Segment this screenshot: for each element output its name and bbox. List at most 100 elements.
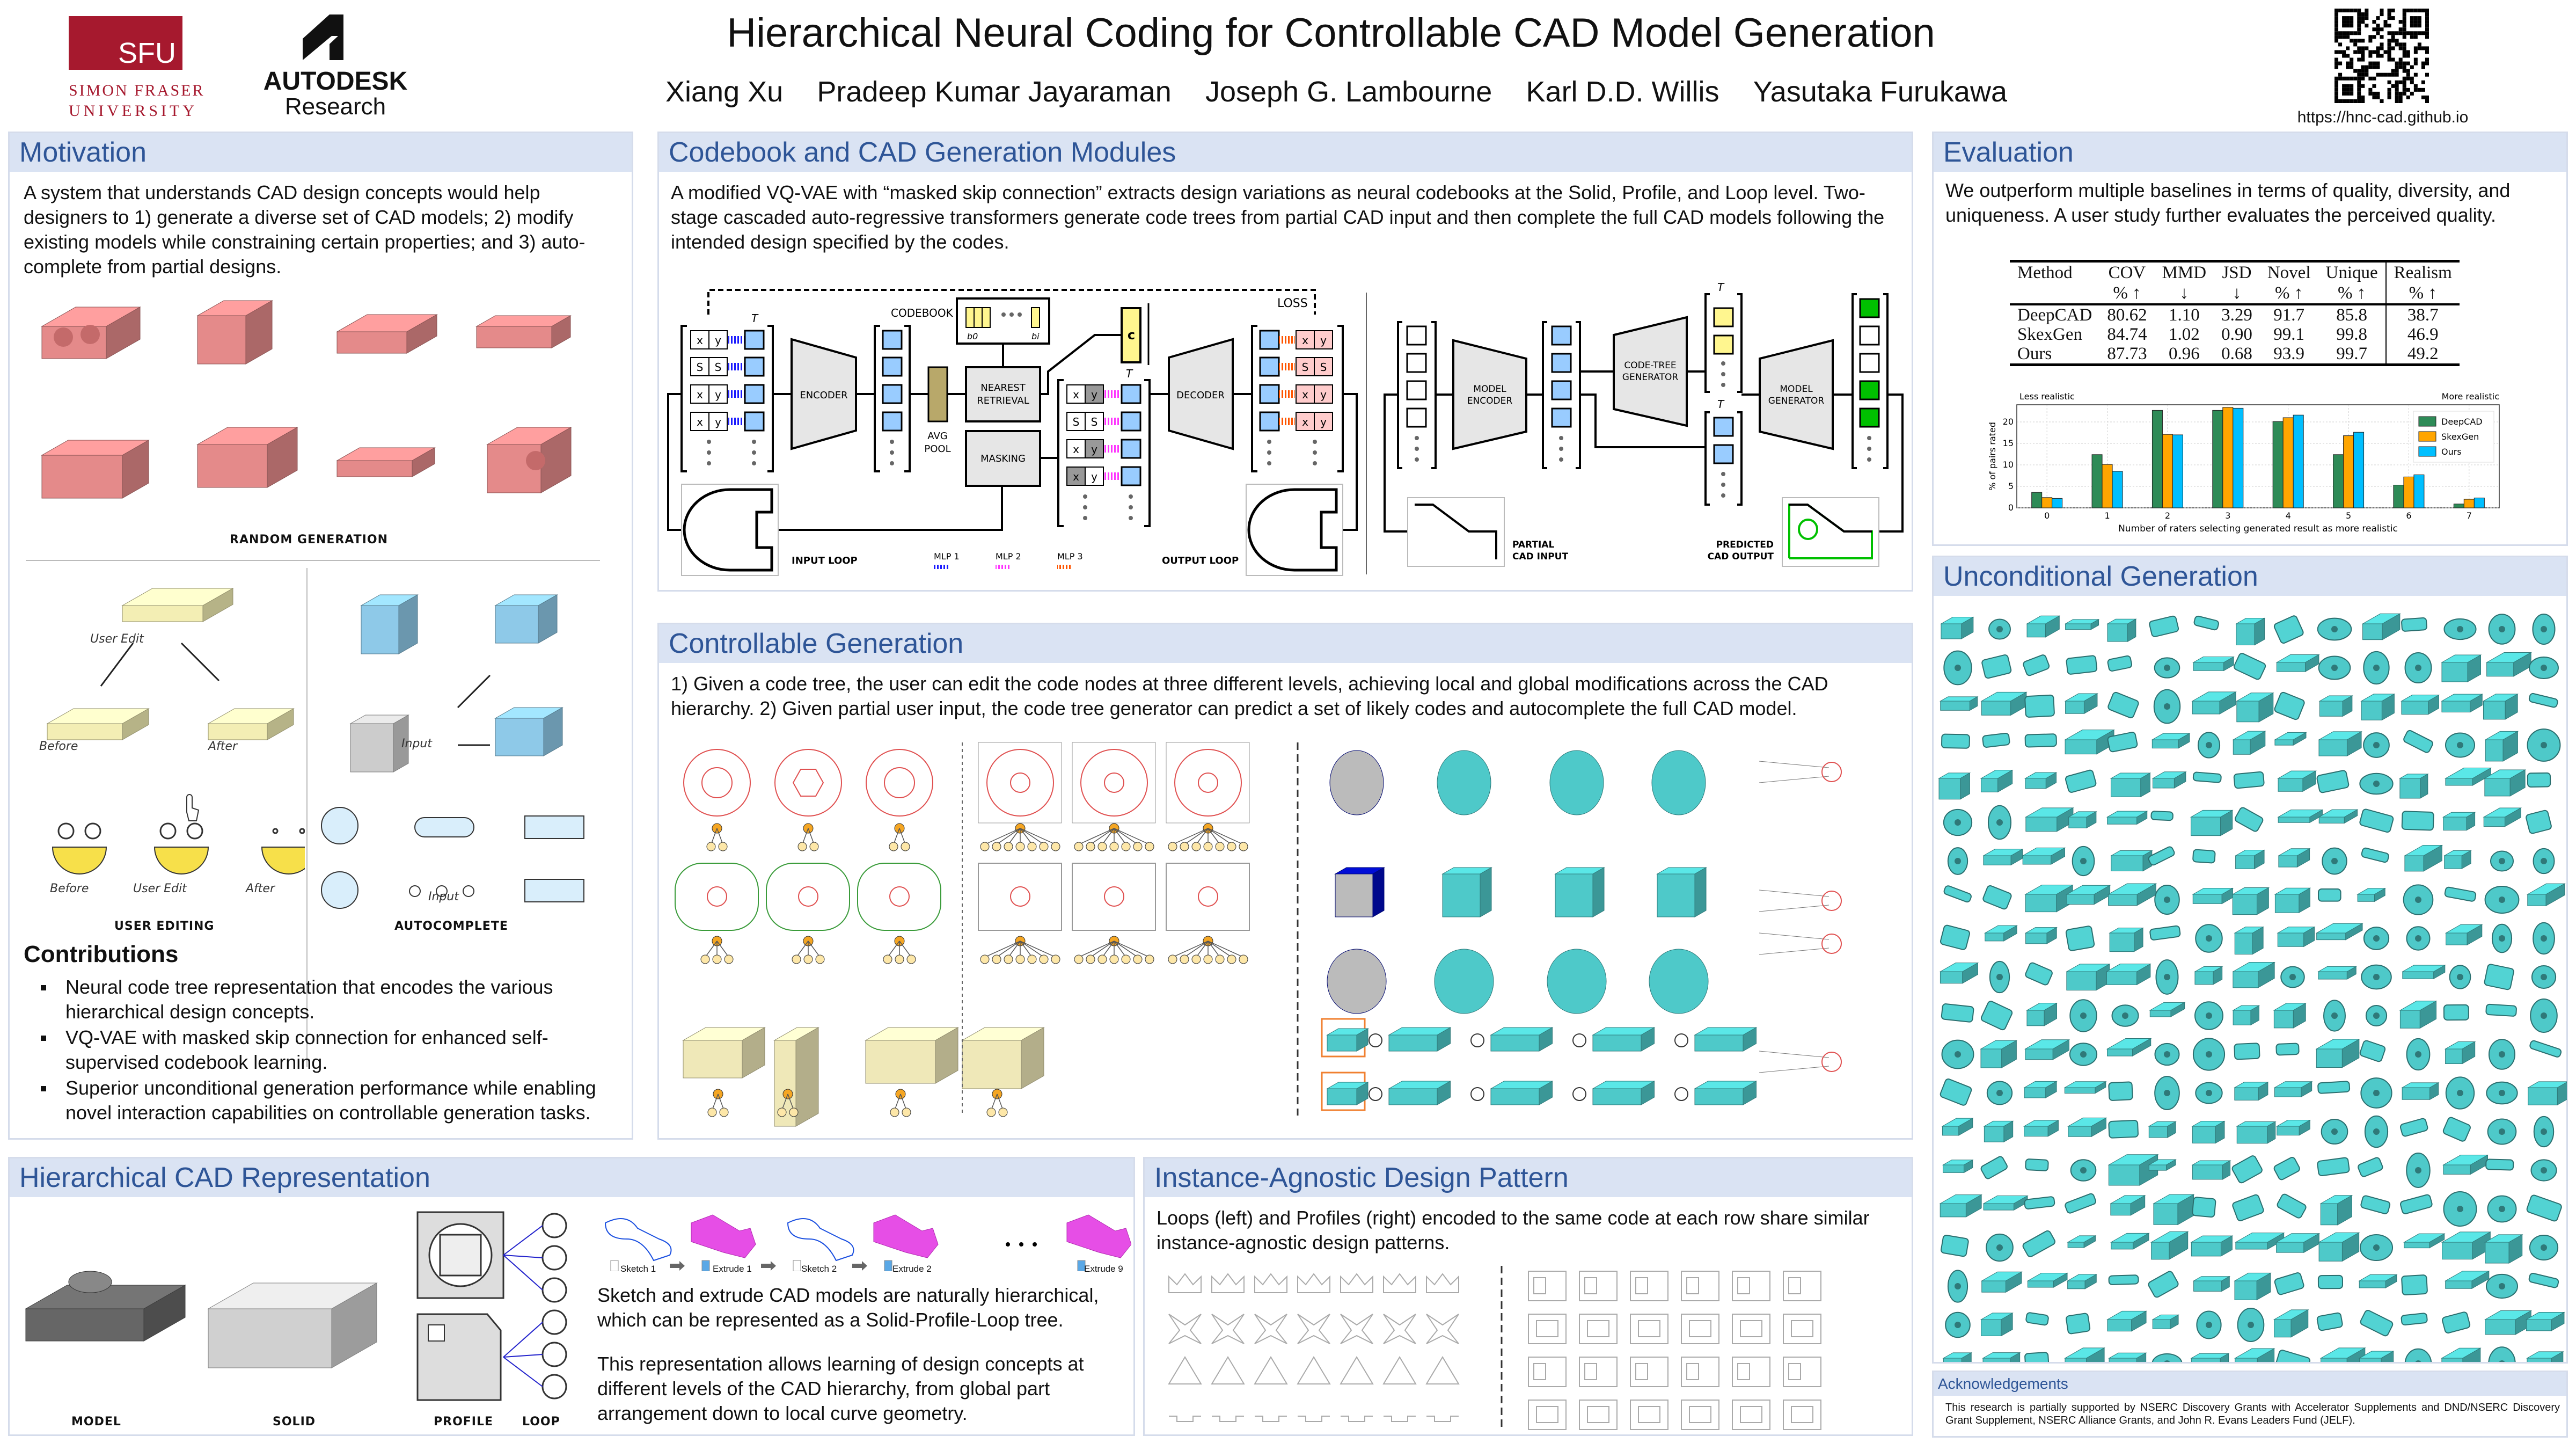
hierarchy-text2: This representation allows learning of d… (597, 1353, 1084, 1424)
qr-module (2425, 24, 2429, 28)
code-node (1203, 842, 1213, 851)
side-face (2001, 1313, 2013, 1337)
generated-model (2024, 927, 2058, 944)
front-face (2149, 1010, 2171, 1017)
generated-model (2403, 1233, 2446, 1249)
qr-module (2413, 9, 2418, 13)
loop-pattern (1212, 1416, 1244, 1422)
front-face (2318, 1242, 2343, 1262)
autodesk-logo: AUTODESK Research (258, 12, 413, 125)
table-cell: 46.9 (2385, 325, 2460, 344)
side-face (2178, 733, 2190, 749)
eye (57, 822, 75, 840)
token-text: x (1073, 470, 1079, 483)
qr-module (2353, 42, 2358, 47)
generated-model (2399, 1118, 2428, 1137)
qr-module (2395, 88, 2399, 92)
qr-module (2334, 50, 2339, 54)
generated-model (1943, 885, 1972, 903)
code-node (883, 954, 892, 964)
generated-model (2192, 887, 2234, 905)
front-face (2318, 817, 2345, 823)
side-face (2086, 811, 2097, 829)
qr-module (2402, 12, 2406, 17)
controllable-panel: Controllable Generation 1) Given a code … (657, 623, 1913, 1140)
side-face (2470, 694, 2483, 713)
bar-ours-2 (2172, 434, 2183, 508)
table-cell: 99.8 (2336, 325, 2367, 344)
qr-module (2421, 95, 2425, 99)
hole (2499, 1051, 2505, 1058)
bar-skexgen-2 (2162, 434, 2173, 508)
annotation-right: More realistic (2442, 391, 2499, 402)
legend-swatch (2418, 416, 2436, 427)
profile-pattern (1528, 1357, 1567, 1387)
qr-module (2372, 35, 2376, 39)
front-face (2111, 855, 2143, 871)
profile-inner (1533, 1277, 1546, 1294)
qr-module (2350, 99, 2354, 103)
qr-module (2417, 16, 2421, 20)
tree-edge (1184, 941, 1209, 958)
input-circle (463, 885, 474, 897)
ellipsis-dot (1001, 312, 1006, 317)
qr-module (2334, 95, 2339, 99)
qr-module (2413, 50, 2418, 54)
solid-icon (207, 1282, 378, 1368)
generated-model (2149, 925, 2181, 941)
profile-frame (1166, 863, 1250, 931)
side-face (2133, 1233, 2149, 1250)
token-cell (1859, 325, 1880, 346)
front-face (2026, 623, 2046, 638)
front-face (2277, 932, 2304, 947)
mlp3-legend (1057, 565, 1072, 569)
tree-edge (984, 828, 1021, 845)
sketch-loop (1104, 886, 1124, 907)
generated-model (1941, 1003, 1974, 1023)
partial-label: CAD INPUT (1512, 551, 1568, 562)
hole (2164, 665, 2170, 671)
qr-module (2357, 12, 2361, 17)
divider (26, 560, 600, 561)
profile-inner (1689, 1406, 1711, 1423)
generated-model (2358, 1274, 2398, 1288)
front-face (2404, 1242, 2430, 1249)
generated-model (2151, 733, 2191, 749)
side-face (2267, 1121, 2276, 1144)
front-face (41, 455, 123, 499)
qr-module (2350, 65, 2354, 69)
qr-module (2350, 16, 2354, 20)
side-face (1961, 616, 1974, 639)
qr-module (2334, 9, 2339, 13)
project-url[interactable]: https://hnc-cad.github.io (2297, 108, 2469, 126)
loop-pattern (1297, 1356, 1331, 1384)
qr-module (2387, 57, 2391, 62)
user-edit-label: User Edit (133, 882, 187, 895)
sketch-loop (774, 749, 842, 817)
qr-module (2387, 9, 2391, 13)
hole (2541, 665, 2547, 671)
token-cell (1713, 444, 1734, 464)
code-node (1027, 954, 1037, 964)
codebook-entry (982, 307, 991, 328)
profile-pattern (1630, 1357, 1668, 1387)
generated-model (2359, 1040, 2386, 1062)
codebook-entry (974, 307, 983, 328)
side-face (2462, 1347, 2481, 1362)
author-list: Xiang Xu Pradeep Kumar Jayaraman Joseph … (665, 75, 2007, 108)
tree-edge (1090, 941, 1115, 958)
mlp3-link (1279, 390, 1295, 398)
qr-module (2342, 24, 2346, 28)
qr-module (2334, 20, 2339, 24)
legend-label: SkexGen (2441, 432, 2479, 442)
embedding-cell (1259, 356, 1280, 377)
loop-box (681, 484, 779, 576)
disc-model (1651, 750, 1706, 815)
generated-model (2192, 771, 2222, 783)
generated-model (2023, 654, 2050, 676)
side-face (2136, 963, 2151, 986)
qr-module (2376, 16, 2380, 20)
generated-model (1981, 654, 2012, 679)
front-face (2273, 1010, 2294, 1029)
ellipsis-dot (1313, 440, 1317, 444)
